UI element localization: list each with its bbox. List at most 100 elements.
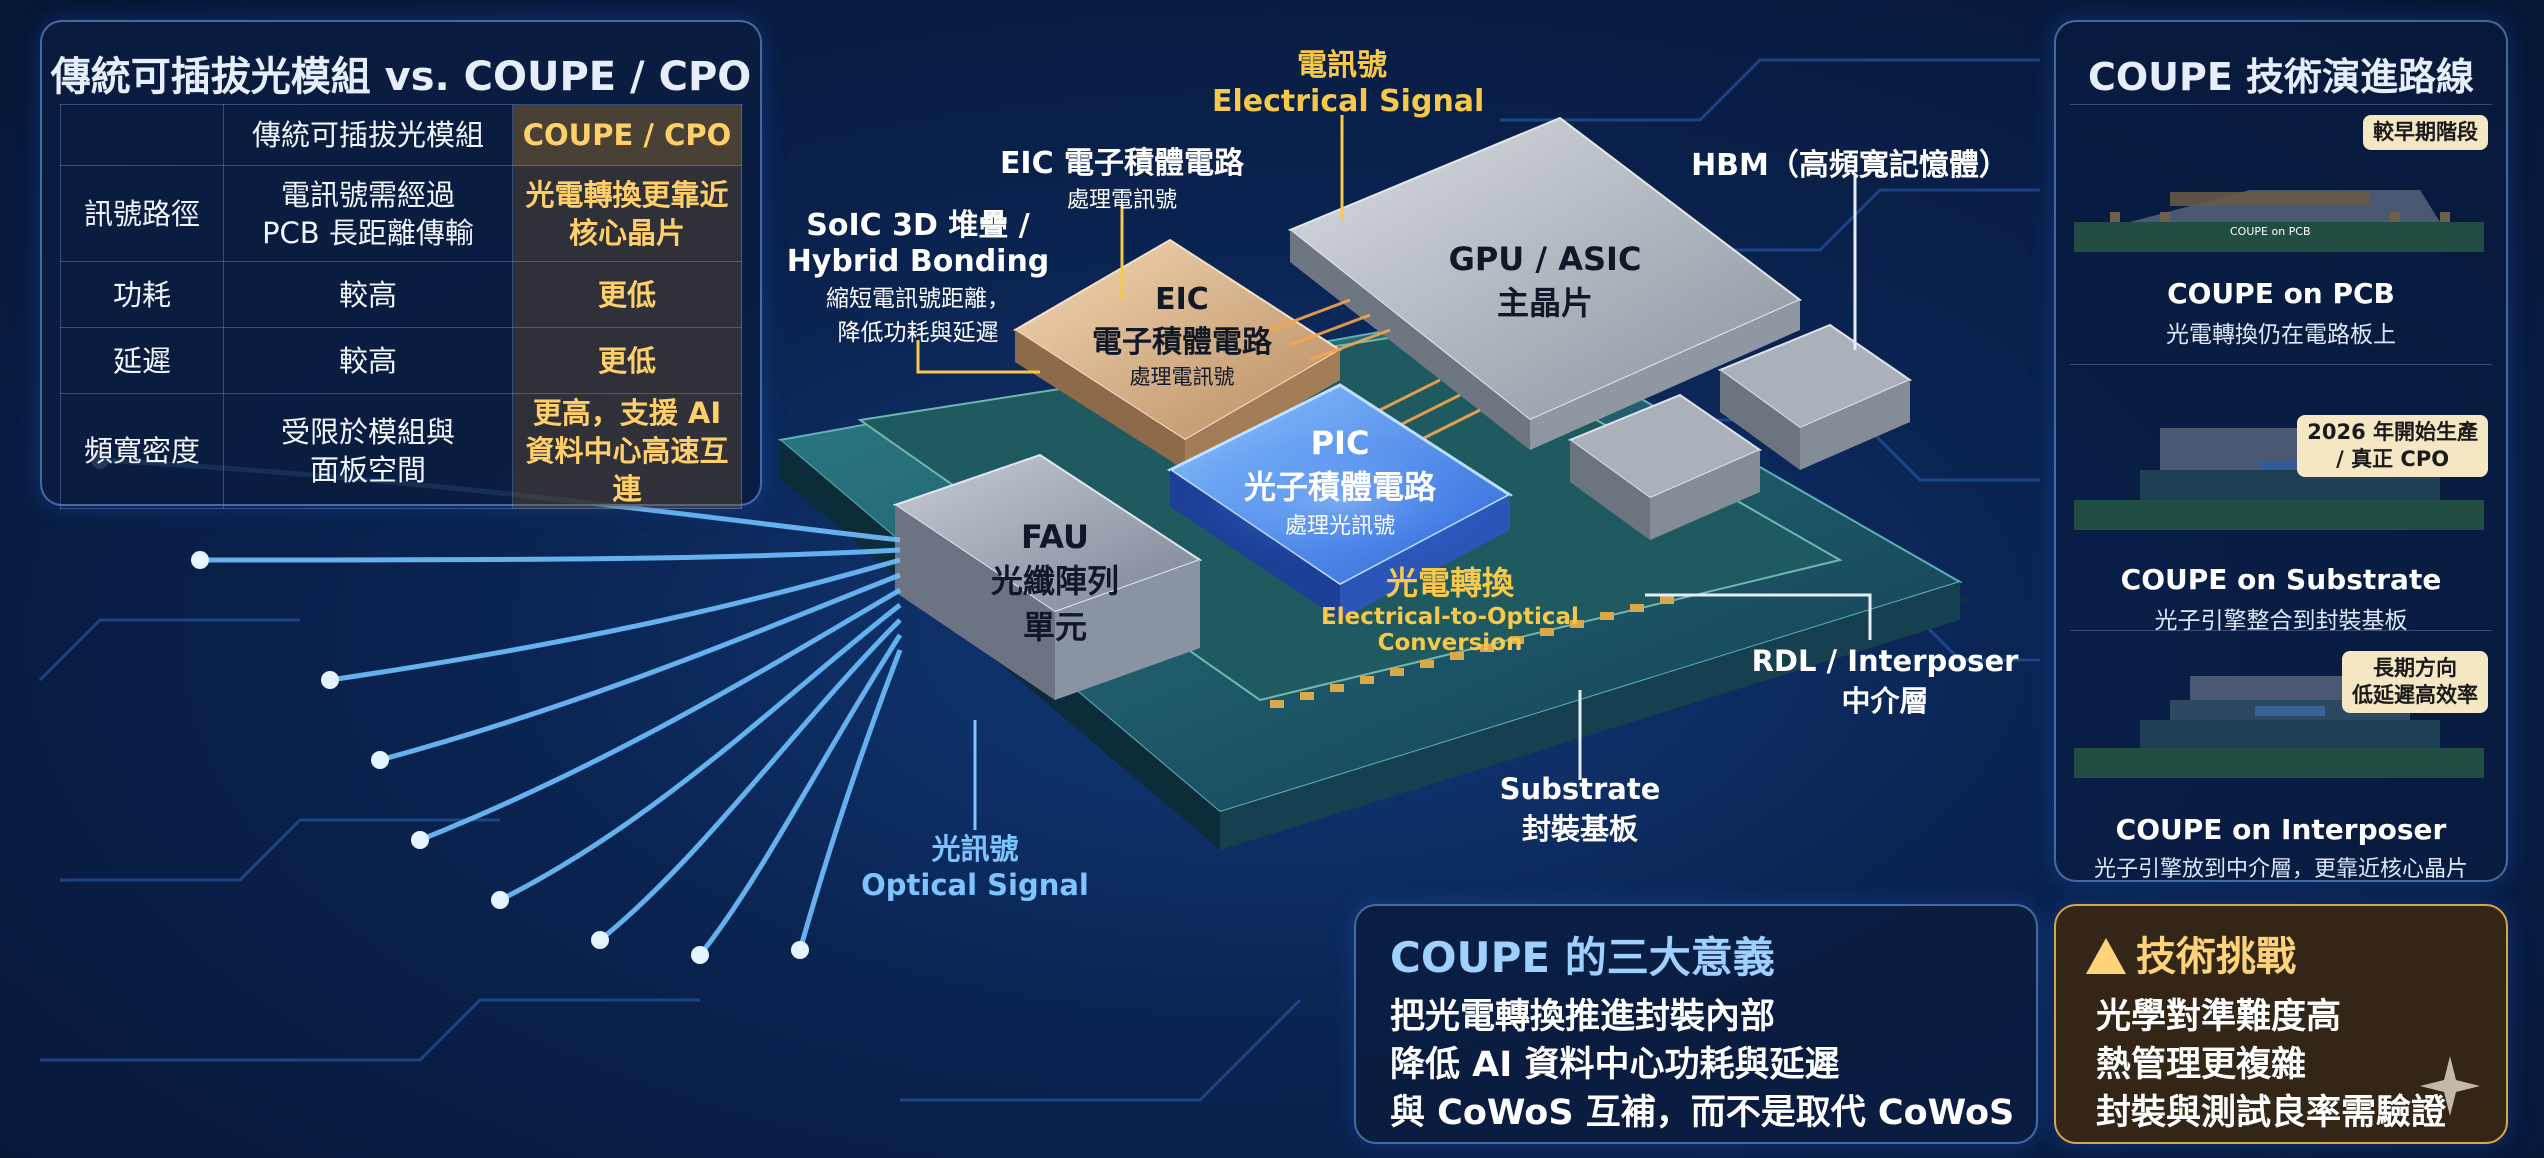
gpu-line-2: 主晶片 bbox=[1496, 284, 1593, 322]
cell-traditional: 較高 bbox=[223, 261, 513, 328]
cell-traditional: 受限於模組與面板空間 bbox=[223, 393, 513, 509]
optical-signal-zh: 光訊號 bbox=[931, 832, 1019, 866]
header-traditional: 傳統可插拔光模組 bbox=[223, 104, 513, 166]
fau-line-2: 光纖陣列 bbox=[990, 562, 1119, 600]
table-row: 功耗 較高 更低 bbox=[60, 261, 742, 328]
stage-name: COUPE on Substrate bbox=[2120, 563, 2442, 596]
roadmap-title: COUPE 技術演進路線 bbox=[2087, 55, 2475, 99]
leader-lines bbox=[916, 115, 1344, 374]
stage-desc: 光子引擎整合到封裝基板 bbox=[2154, 608, 2408, 634]
row-label: 延遲 bbox=[60, 327, 224, 394]
pic-chip-line-1: PIC bbox=[1310, 424, 1370, 462]
label-soic: SoIC 3D 堆疊 / Hybrid Bonding 縮短電訊號距離， 降低功… bbox=[772, 200, 1064, 347]
roadmap-stage-substrate: 2026 年開始生產 / 真正 CPO COUPE on Substrate 光… bbox=[2070, 364, 2492, 634]
solder-pads bbox=[1270, 596, 1674, 708]
label-optical-signal: 光訊號 Optical Signal bbox=[850, 826, 1100, 902]
header-coupe: COUPE / CPO bbox=[512, 104, 742, 166]
badge-line: 低延遲高效率 bbox=[2352, 683, 2478, 707]
challenge-line: 光學對準難度高 bbox=[2096, 997, 2342, 1037]
stage-desc: 光子引擎放到中介層，更靠近核心晶片 bbox=[2093, 857, 2468, 882]
cell-line: 更高，支援 AI bbox=[532, 396, 722, 430]
cell-line: 受限於模組與 bbox=[280, 415, 455, 449]
soic-line-2: Hybrid Bonding bbox=[786, 244, 1050, 279]
fau-line-3: 單元 bbox=[1022, 608, 1087, 646]
badge-line: 2026 年開始生產 bbox=[2307, 420, 2478, 444]
substrate-line-2: 封裝基板 bbox=[1521, 812, 1638, 846]
hbm-stacks bbox=[1567, 323, 1913, 540]
electrical-signal-en: Electrical Signal bbox=[1212, 84, 1485, 119]
meaning-line: 把光電轉換推進封裝內部 bbox=[1390, 997, 1776, 1037]
label-electrical-signal: 電訊號 Electrical Signal bbox=[1212, 40, 1485, 119]
meaning-title: COUPE 的三大意義 bbox=[1390, 933, 1775, 982]
table-header-row: 傳統可插拔光模組 COUPE / CPO bbox=[60, 104, 742, 166]
eic-wires bbox=[1269, 298, 1481, 452]
roadmap-stage-interposer: 長期方向 低延遲高效率 COUPE on Interposer 光子引擎放到中介… bbox=[2070, 630, 2492, 882]
roadmap-stage-pcb: 較早期階段 COUPE on PCB COUPE on PCB 光電轉換仍在電路… bbox=[2070, 104, 2492, 357]
cell-line: 面板空間 bbox=[309, 453, 426, 487]
label-rdl: RDL / Interposer 中介層 bbox=[1740, 644, 2030, 720]
badge-line: 較早期階段 bbox=[2373, 120, 2478, 144]
label-substrate: Substrate 封裝基板 bbox=[1470, 772, 1690, 848]
badge-line: 長期方向 bbox=[2373, 656, 2457, 680]
cell-line: 資料中心高速互連 bbox=[525, 434, 729, 506]
challenge-title-row: 技術挑戰 bbox=[2086, 924, 2296, 982]
gpu-die bbox=[1288, 116, 1802, 450]
eic-chip-line-1: EIC bbox=[1155, 282, 1209, 317]
board-label: COUPE on PCB bbox=[2230, 225, 2311, 238]
soic-desc-1: 縮短電訊號距離， bbox=[826, 286, 1010, 312]
table-row: 延遲 較高 更低 bbox=[60, 327, 742, 394]
pic-chip-line-2: 光子積體電路 bbox=[1243, 468, 1436, 506]
stage-desc: 光電轉換仍在電路板上 bbox=[2166, 322, 2396, 348]
warning-icon bbox=[2086, 938, 2126, 974]
eo-en-2: Conversion bbox=[1377, 630, 1523, 656]
label-eo-conversion: 光電轉換 Electrical-to-Optical Conversion bbox=[1300, 558, 1600, 656]
label-eic-chip: EIC 電子積體電路 處理電訊號 bbox=[1062, 282, 1302, 391]
row-label: 功耗 bbox=[60, 261, 224, 328]
row-label: 頻寬密度 bbox=[60, 393, 224, 509]
rdl-line-1: RDL / Interposer bbox=[1751, 644, 2019, 678]
cell-line: PCB 長距離傳輸 bbox=[262, 215, 474, 250]
comparison-title: 傳統可插拔光模組 vs. COUPE / CPO bbox=[50, 54, 752, 100]
soic-line-1: SoIC 3D 堆疊 / bbox=[806, 208, 1030, 243]
challenge-title: 技術挑戰 bbox=[2136, 934, 2296, 980]
fau-block bbox=[892, 453, 1203, 700]
header-empty bbox=[60, 104, 224, 166]
challenge-panel: 技術挑戰 光學對準難度高 熱管理更複雜 封裝與測試良率需驗證 bbox=[2054, 904, 2508, 1144]
challenge-line: 熱管理更複雜 bbox=[2096, 1045, 2307, 1085]
cell-line: 電訊號需經過 bbox=[280, 177, 455, 212]
stage-name: COUPE on Interposer bbox=[2115, 813, 2447, 846]
eic-callout-sub: 處理電訊號 bbox=[1066, 188, 1177, 213]
eic-chip-line-2: 電子積體電路 bbox=[1092, 325, 1272, 360]
optical-signal-en: Optical Signal bbox=[861, 868, 1089, 902]
stage-name: COUPE on PCB bbox=[2167, 277, 2395, 310]
cell-line: 核心晶片 bbox=[568, 215, 685, 250]
meaning-line: 降低 AI 資料中心功耗與延遲 bbox=[1390, 1045, 1840, 1085]
cell-line: 光電轉換更靠近 bbox=[525, 177, 729, 212]
cell-coupe: 更低 bbox=[512, 327, 742, 394]
pic-die bbox=[1167, 383, 1513, 620]
cell-coupe: 光電轉換更靠近核心晶片 bbox=[512, 165, 742, 262]
label-gpu: GPU / ASIC 主晶片 bbox=[1440, 240, 1650, 324]
row-label: 訊號路徑 bbox=[60, 165, 224, 262]
label-eic-callout: EIC 電子積體電路 處理電訊號 bbox=[962, 138, 1282, 214]
label-pic-chip: PIC 光子積體電路 處理光訊號 bbox=[1220, 424, 1460, 540]
cell-traditional: 較高 bbox=[223, 327, 513, 394]
cell-coupe: 更高，支援 AI 資料中心高速互連 bbox=[512, 393, 742, 509]
leader-lines-white bbox=[1578, 175, 1872, 780]
comparison-panel: 傳統可插拔光模組 vs. COUPE / CPO 傳統可插拔光模組 COUPE … bbox=[40, 20, 762, 509]
table-row: 頻寬密度 受限於模組與面板空間 更高，支援 AI 資料中心高速互連 bbox=[60, 393, 742, 509]
label-fau: FAU 光纖陣列 單元 bbox=[960, 518, 1150, 648]
stage-badge: 2026 年開始生產 / 真正 CPO bbox=[2297, 415, 2488, 477]
electrical-signal-zh: 電訊號 bbox=[1297, 48, 1387, 83]
soic-desc-2: 降低功耗與延遲 bbox=[837, 320, 999, 346]
eic-die bbox=[1013, 238, 1342, 470]
eic-chip-sub: 處理電訊號 bbox=[1129, 365, 1235, 389]
meaning-line: 與 CoWoS 互補，而不是取代 CoWoS bbox=[1390, 1093, 2015, 1133]
roadmap-panel: COUPE 技術演進路線 較早期階段 COUPE on PCB COUPE on… bbox=[2054, 20, 2508, 882]
rdl-line-2: 中介層 bbox=[1841, 684, 1929, 718]
gpu-line-1: GPU / ASIC bbox=[1448, 240, 1642, 278]
